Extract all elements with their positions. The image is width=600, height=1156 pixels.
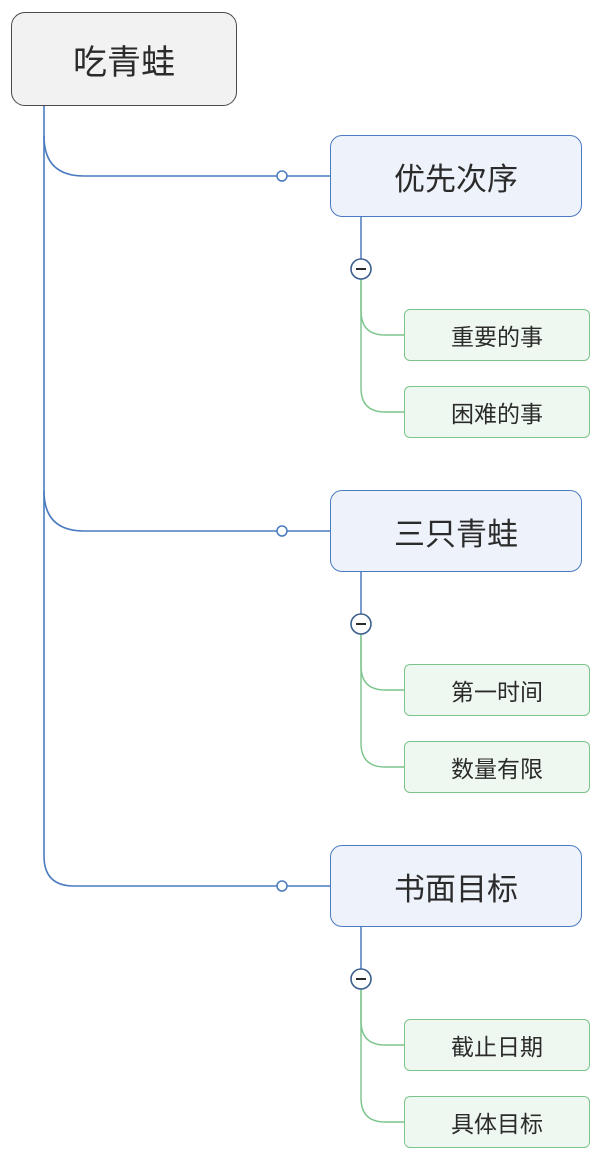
leaf-connector: [360, 989, 404, 1123]
branch-topic-2-label: 三只青蛙: [394, 516, 518, 553]
branch-topic-1-label: 优先次序: [394, 161, 518, 198]
subtopic-3-1[interactable]: 截止日期: [404, 1019, 590, 1071]
branch-connector: [43, 490, 330, 532]
root-topic[interactable]: 吃青蛙: [11, 12, 237, 106]
connector-dot-icon: [276, 880, 288, 892]
subtopic-2-1-label: 第一时间: [451, 680, 543, 706]
leaf-connector: [360, 634, 404, 691]
branch-topic-3[interactable]: 书面目标: [330, 845, 582, 927]
subtopic-2-2[interactable]: 数量有限: [404, 741, 590, 793]
branch-topic-3-label: 书面目标: [394, 871, 518, 908]
subtopic-1-1[interactable]: 重要的事: [404, 309, 590, 361]
leaf-connector: [360, 989, 404, 1046]
minus-circle-icon[interactable]: [350, 968, 372, 990]
branch-connector: [43, 135, 330, 177]
subtopic-3-2-label: 具体目标: [451, 1112, 543, 1138]
subtopic-2-1[interactable]: 第一时间: [404, 664, 590, 716]
minus-circle-icon[interactable]: [350, 613, 372, 635]
leaf-connector: [360, 279, 404, 413]
connector-dot-icon: [276, 525, 288, 537]
trunk-line: [43, 106, 75, 887]
connector-dot-icon: [276, 170, 288, 182]
subtopic-1-2[interactable]: 困难的事: [404, 386, 590, 438]
subtopic-1-2-label: 困难的事: [451, 402, 543, 428]
leaf-connector: [360, 279, 404, 336]
leaf-connector: [360, 634, 404, 768]
subtopic-3-1-label: 截止日期: [451, 1035, 543, 1061]
branch-topic-1[interactable]: 优先次序: [330, 135, 582, 217]
branch-topic-2[interactable]: 三只青蛙: [330, 490, 582, 572]
subtopic-1-1-label: 重要的事: [451, 325, 543, 351]
root-topic-label: 吃青蛙: [73, 42, 175, 83]
minus-circle-icon[interactable]: [350, 258, 372, 280]
subtopic-2-2-label: 数量有限: [451, 757, 543, 783]
subtopic-3-2[interactable]: 具体目标: [404, 1096, 590, 1148]
